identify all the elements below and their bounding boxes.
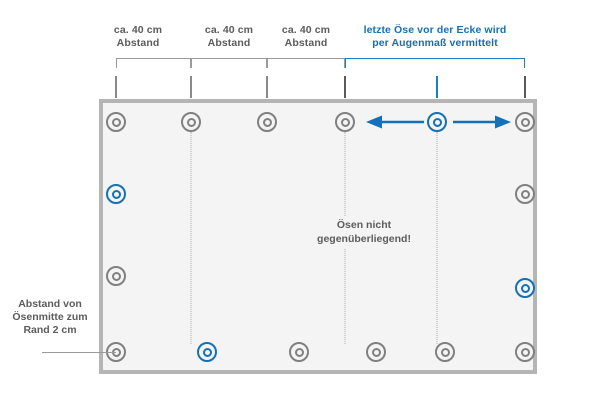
eyelet-top-3[interactable] bbox=[257, 112, 277, 132]
edge-distance-line1: Abstand von bbox=[18, 298, 82, 310]
eyelets-not-opposite-line1: Ösen nicht bbox=[336, 219, 392, 231]
tick-mark-1 bbox=[115, 76, 117, 98]
eyelet-top-5-highlight[interactable] bbox=[427, 112, 447, 132]
arrow-left-icon bbox=[366, 114, 424, 130]
spacing-label-2-line1: ca. 40 cm bbox=[204, 24, 254, 36]
dimension-bracket-3 bbox=[267, 58, 345, 68]
spacing-label-1-line1: ca. 40 cm bbox=[113, 24, 163, 36]
eyelet-bottom-3[interactable] bbox=[289, 342, 309, 362]
tick-mark-5-highlight bbox=[436, 76, 438, 98]
eyelet-right-2[interactable] bbox=[515, 184, 535, 204]
eyelet-bottom-6[interactable] bbox=[515, 342, 535, 362]
eyelet-left-2-highlight[interactable] bbox=[106, 184, 126, 204]
edge-distance-note: Abstand von Ösenmitte zum Rand 2 cm bbox=[0, 298, 100, 337]
spacing-label-1: ca. 40 cm Abstand bbox=[83, 24, 193, 50]
corner-eyelet-note: letzte Öse vor der Ecke wird per Augenma… bbox=[345, 24, 525, 50]
edge-distance-line2: Ösenmitte zum bbox=[12, 311, 88, 323]
dimension-bracket-1 bbox=[116, 58, 191, 68]
alignment-dotted-line-1 bbox=[190, 132, 192, 344]
eyelets-not-opposite-line2: gegenüberliegend! bbox=[317, 233, 411, 245]
corner-eyelet-note-line1: letzte Öse vor der Ecke wird bbox=[363, 24, 507, 36]
alignment-dotted-line-3 bbox=[436, 132, 438, 344]
spacing-label-1-line2: Abstand bbox=[116, 37, 160, 49]
eyelet-bottom-5[interactable] bbox=[435, 342, 455, 362]
arrow-right-icon bbox=[453, 114, 511, 130]
spacing-label-3-line1: ca. 40 cm bbox=[281, 24, 331, 36]
eyelet-right-3-highlight[interactable] bbox=[515, 278, 535, 298]
dimension-bracket-corner bbox=[345, 58, 525, 68]
eyelet-bottom-2-highlight[interactable] bbox=[197, 342, 217, 362]
eyelet-bottom-4[interactable] bbox=[366, 342, 386, 362]
eyelet-top-1[interactable] bbox=[106, 112, 126, 132]
eyelet-top-6[interactable] bbox=[515, 112, 535, 132]
tick-mark-4 bbox=[344, 76, 346, 98]
tick-mark-3 bbox=[266, 76, 268, 98]
dimension-bracket-2 bbox=[191, 58, 267, 68]
spacing-label-3: ca. 40 cm Abstand bbox=[251, 24, 361, 50]
tick-mark-2 bbox=[190, 76, 192, 98]
corner-eyelet-note-line2: per Augenmaß vermittelt bbox=[372, 37, 498, 49]
edge-distance-line3: Rand 2 cm bbox=[23, 324, 77, 336]
spacing-label-3-line2: Abstand bbox=[284, 37, 328, 49]
spacing-label-2-line2: Abstand bbox=[207, 37, 251, 49]
eyelet-left-3[interactable] bbox=[106, 266, 126, 286]
tick-mark-6 bbox=[524, 76, 526, 98]
eyelet-top-4[interactable] bbox=[335, 112, 355, 132]
spacing-label-2: ca. 40 cm Abstand bbox=[174, 24, 284, 50]
eyelet-top-2[interactable] bbox=[181, 112, 201, 132]
edge-distance-leader-line bbox=[42, 352, 116, 353]
eyelets-not-opposite-note: Ösen nicht gegenüberliegend! bbox=[300, 216, 428, 248]
